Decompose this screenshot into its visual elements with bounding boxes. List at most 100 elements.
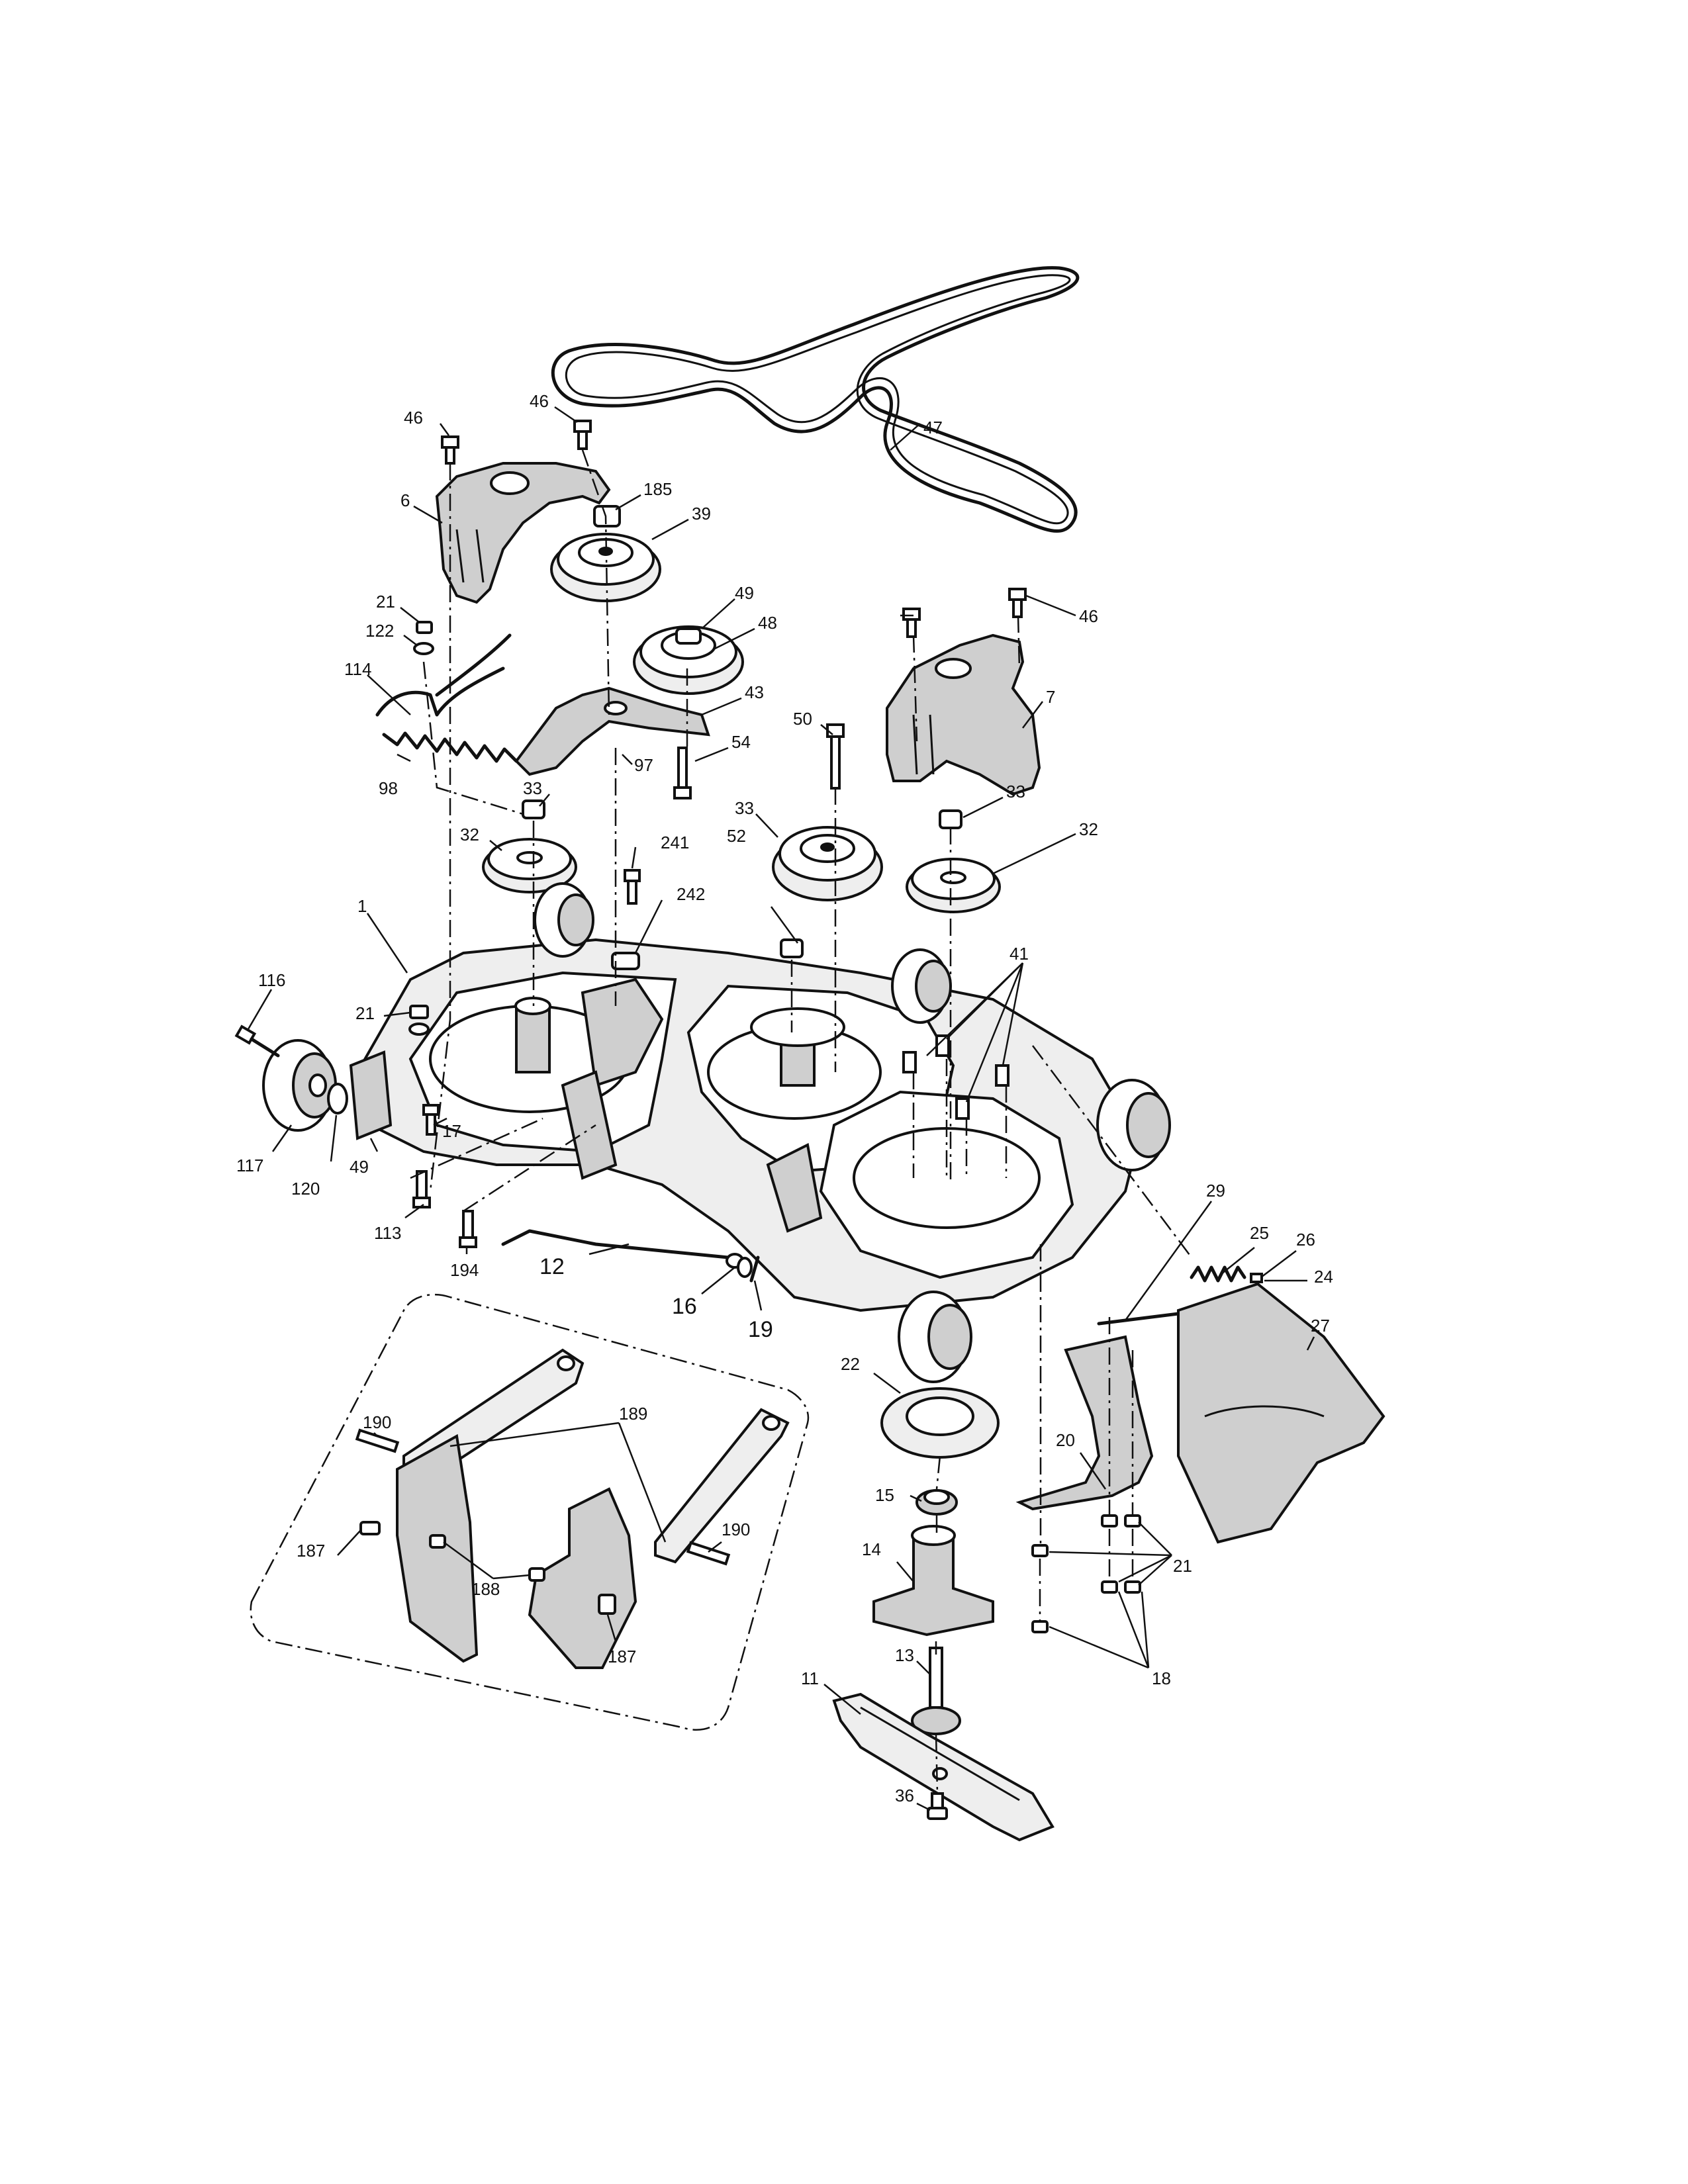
nut-21-top <box>416 621 433 634</box>
callout-114: 114 <box>344 659 371 679</box>
callout-25: 25 <box>1250 1223 1269 1243</box>
gauge-wheel-top-right <box>891 948 952 1024</box>
pin-19 <box>749 1255 760 1283</box>
callout-113: 113 <box>374 1223 401 1243</box>
callout-29: 29 <box>1206 1181 1225 1201</box>
callout-27: 27 <box>1311 1316 1330 1336</box>
bracket-242 <box>611 952 640 970</box>
callout-46: 46 <box>1079 606 1098 626</box>
callout-189: 189 <box>619 1404 647 1424</box>
callout-97: 97 <box>634 755 653 775</box>
gauge-wheel-top-left <box>534 882 594 958</box>
callout-11: 11 <box>801 1668 819 1688</box>
inset-baffle-kit <box>250 1293 810 1731</box>
callout-21: 21 <box>355 1003 375 1023</box>
pulley-32-left <box>482 838 577 893</box>
callout-50: 50 <box>793 709 812 729</box>
bolt-50 <box>826 723 845 790</box>
callout-21: 21 <box>376 592 395 612</box>
callout-7: 7 <box>1046 687 1055 707</box>
bolts <box>441 420 1027 799</box>
callout-33: 33 <box>735 798 754 818</box>
callout-1: 1 <box>357 896 367 916</box>
callout-47: 47 <box>923 418 943 437</box>
mower-deck-1 <box>355 938 1141 1312</box>
callout-98: 98 <box>379 778 398 798</box>
bolt-26 <box>1250 1273 1263 1283</box>
callout-188: 188 <box>471 1579 500 1599</box>
drive-belt-47 <box>551 266 1080 533</box>
spindle-housing-14 <box>872 1525 994 1637</box>
callout-12: 12 <box>539 1254 565 1279</box>
callout-117: 117 <box>236 1156 263 1175</box>
callout-26: 26 <box>1296 1230 1315 1250</box>
bolt-116 <box>234 1024 280 1058</box>
callout-187: 187 <box>608 1647 636 1666</box>
callout-46: 46 <box>530 391 549 411</box>
bolt-46-right-a <box>902 608 921 638</box>
callout-194: 194 <box>450 1260 479 1280</box>
bracket-49 <box>349 1050 393 1140</box>
callout-43: 43 <box>745 682 764 702</box>
spacer-185 <box>593 505 621 527</box>
callout-49: 49 <box>350 1157 369 1177</box>
bolt-190-right <box>686 1541 731 1566</box>
bearing-plate-22 <box>880 1387 1000 1459</box>
washer-122 <box>413 642 434 655</box>
blade-11 <box>832 1692 1055 1842</box>
callout-15: 15 <box>875 1485 894 1505</box>
callout-39: 39 <box>692 504 711 523</box>
nut-188-left <box>429 1534 446 1549</box>
bolt-46-left <box>441 435 459 465</box>
callout-242: 242 <box>677 884 705 904</box>
bolt-190-left <box>355 1428 400 1453</box>
callout-185: 185 <box>643 479 672 499</box>
callout-22: 22 <box>841 1354 860 1374</box>
idler-pulley-39 <box>550 505 661 602</box>
pulley-52 <box>772 826 883 901</box>
hardware-18-21 <box>1031 1514 1141 1633</box>
bolt-46-right-b <box>1008 588 1027 618</box>
chute-27 <box>1177 1282 1385 1544</box>
callout-14: 14 <box>862 1539 881 1559</box>
baffle-right <box>528 1487 637 1669</box>
callout-122: 122 <box>365 621 394 641</box>
gauge-wheel-right <box>1096 1079 1171 1171</box>
bolt-54 <box>673 747 692 799</box>
hinge-20 <box>1015 1335 1154 1511</box>
gauge-wheel-117 <box>262 1039 337 1132</box>
callout-labels: 46 46 46 47 6 185 39 49 48 43 21 122 114… <box>236 391 1333 1805</box>
washer-16 <box>737 1257 753 1278</box>
bolt-187-left <box>359 1521 381 1535</box>
nut-33-center <box>780 938 804 958</box>
callout-41: 41 <box>1009 944 1029 964</box>
bolt-17 <box>422 1104 440 1136</box>
rod-29 <box>1097 1312 1180 1326</box>
callout-120: 120 <box>291 1179 320 1199</box>
callout-190: 190 <box>722 1520 750 1539</box>
callout-54: 54 <box>731 732 751 752</box>
callout-187: 187 <box>297 1541 325 1561</box>
callout-241: 241 <box>661 833 689 852</box>
callout-24: 24 <box>1314 1267 1333 1287</box>
callout-18: 18 <box>1152 1668 1171 1688</box>
nut-49 <box>675 627 702 645</box>
callout-32: 32 <box>460 825 479 844</box>
arm-189-right <box>654 1408 790 1564</box>
belt-cover-6 <box>435 462 611 604</box>
callout-48: 48 <box>758 613 777 633</box>
callout-33: 33 <box>1006 782 1025 801</box>
callout-116: 116 <box>258 970 285 990</box>
callout-16: 16 <box>672 1294 697 1319</box>
callout-19: 19 <box>748 1317 773 1342</box>
bolt-113 <box>412 1170 431 1208</box>
pulley-32-right <box>906 858 1001 913</box>
callout-33: 33 <box>523 778 542 798</box>
leader-lines <box>247 406 1315 1811</box>
callout-20: 20 <box>1056 1430 1075 1450</box>
bolt-194 <box>459 1210 477 1248</box>
callout-52: 52 <box>727 826 746 846</box>
callout-13: 13 <box>895 1645 914 1665</box>
bolt-241 <box>624 869 641 905</box>
